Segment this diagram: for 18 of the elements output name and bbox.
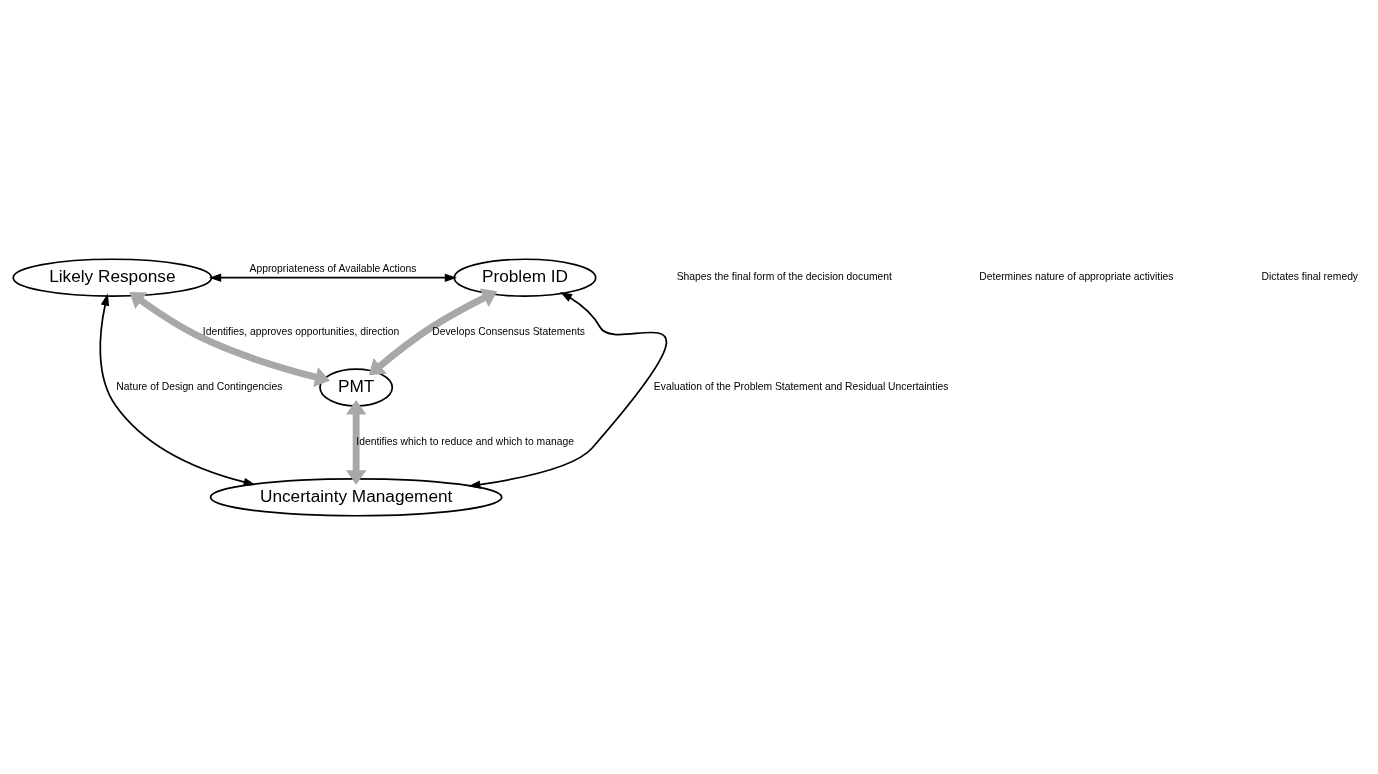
arrow — [129, 291, 330, 387]
arrow — [368, 288, 498, 375]
edge-label: Appropriateness of Available Actions — [249, 262, 417, 274]
arrow — [99, 293, 256, 486]
arrow — [345, 399, 367, 485]
edge-label: Nature of Design and Contingencies — [116, 380, 283, 392]
edge-label: Identifies which to reduce and which to manage — [356, 435, 574, 447]
edge-label: Develops Consensus Statements — [432, 325, 585, 337]
edge-label: Identifies, approves opportunities, direction — [202, 325, 400, 337]
node-ellipse: Problem ID — [453, 257, 597, 297]
arrow — [209, 273, 457, 282]
node-ellipse: Likely Response — [12, 257, 213, 297]
label: Shapes the final form of the decision document — [676, 270, 892, 282]
arrow — [468, 291, 667, 489]
edge-label: Evaluation of the Problem Statement and Residual Uncertainties — [653, 380, 949, 392]
node-ellipse: PMT — [319, 367, 394, 407]
label: Dictates final remedy — [1261, 270, 1359, 282]
label: Determines nature of appropriate activities — [979, 270, 1174, 282]
